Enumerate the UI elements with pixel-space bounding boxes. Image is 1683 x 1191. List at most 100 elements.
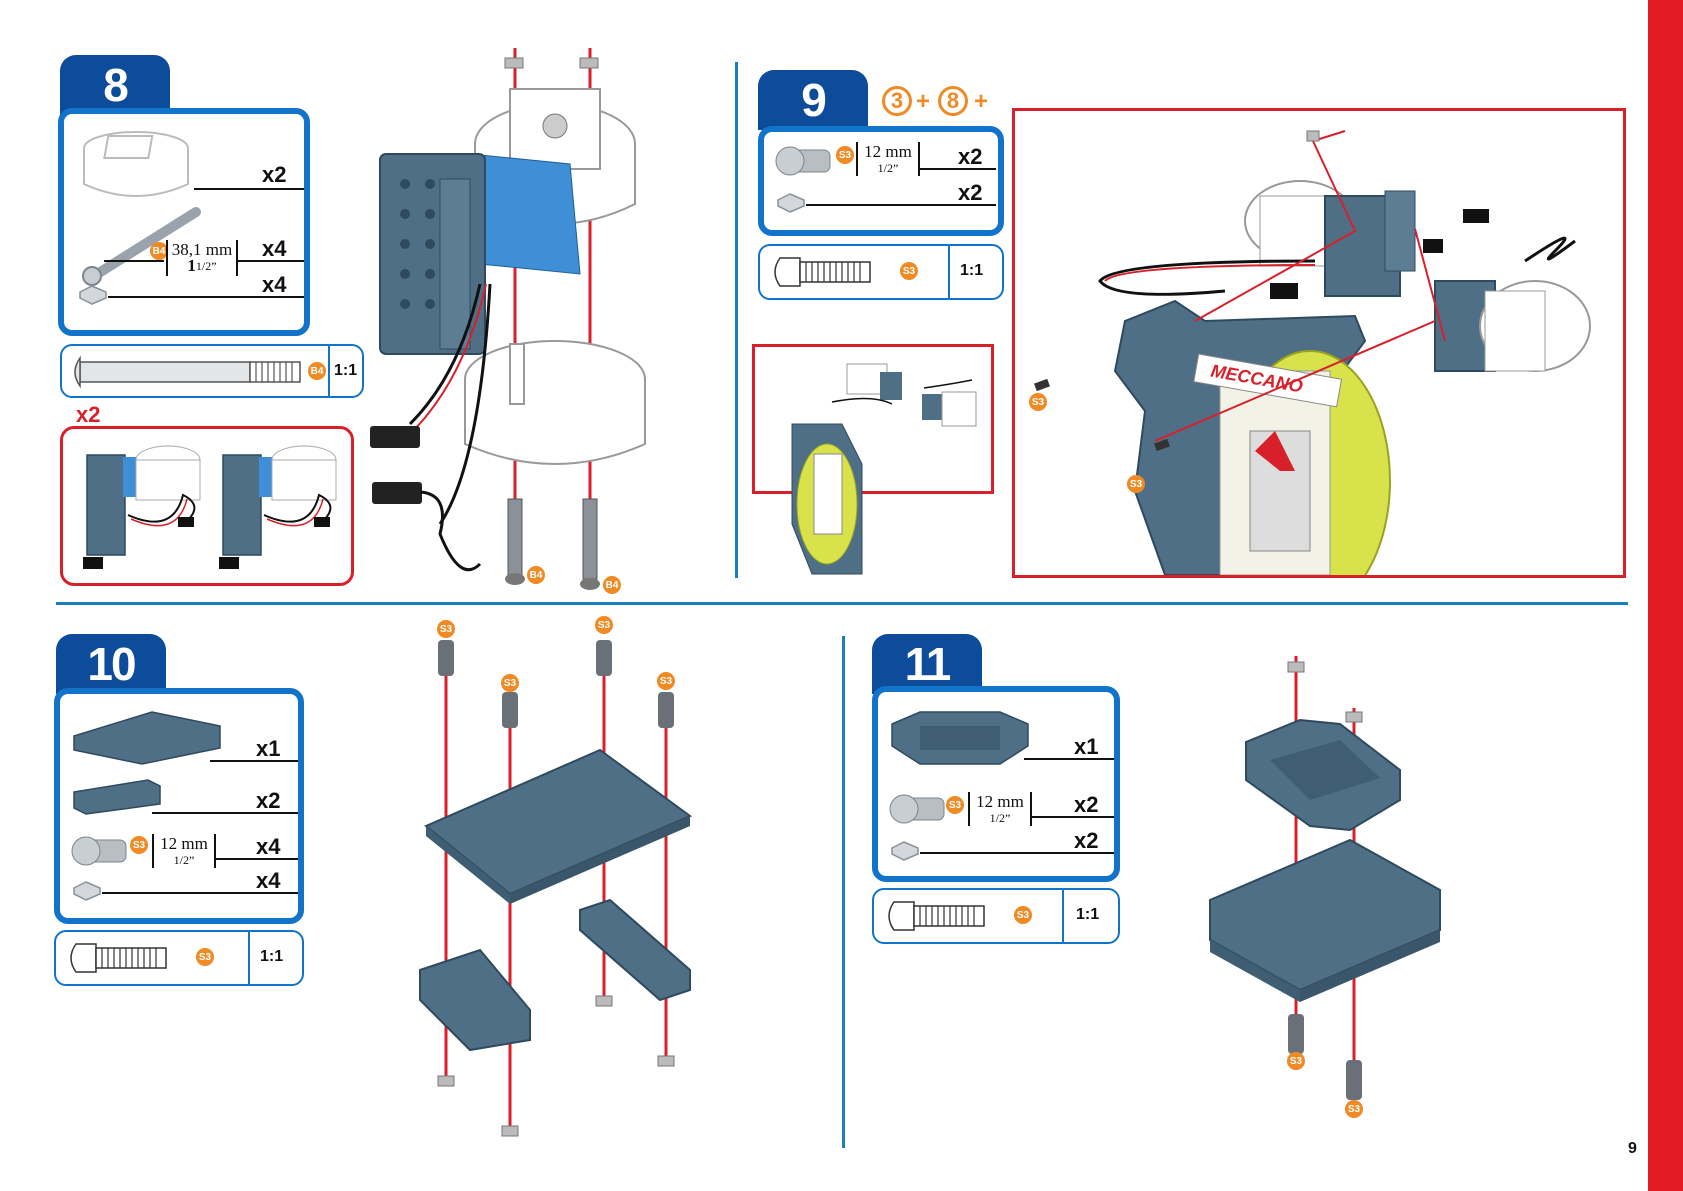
- scale-separator: [948, 246, 950, 298]
- scale-ratio: 1:1: [334, 362, 357, 380]
- bolt-callout-right: B4: [603, 576, 621, 594]
- scale-ratio: 1:1: [960, 262, 983, 280]
- screw-icon: [70, 834, 130, 870]
- screw-quantity: x2: [1074, 792, 1098, 818]
- step-number: 9: [758, 70, 868, 130]
- screw-scale-icon: [770, 254, 880, 290]
- nut-quantity: x2: [958, 180, 982, 206]
- screw-callout-1: S3: [1287, 1052, 1305, 1070]
- vertical-divider-bottom: [842, 636, 845, 1148]
- screw-callout-2: S3: [1345, 1100, 1363, 1118]
- step-number: 8: [60, 55, 170, 115]
- servo-assembly-preview: [73, 435, 343, 580]
- screw-callout-3: S3: [595, 616, 613, 634]
- leader-line: [210, 760, 298, 762]
- servo-to-body-detail: MECCANO: [1015, 111, 1623, 575]
- bolt-scale-icon: [68, 352, 304, 390]
- bolt-length-inch-whole: 1: [187, 256, 196, 275]
- page-edge-bar: [1648, 0, 1683, 1191]
- scale-ratio: 1:1: [1076, 906, 1099, 924]
- nut-quantity: x4: [256, 868, 280, 894]
- scale-guide-box: S3 1:1: [54, 930, 304, 986]
- screw-callout-1: S3: [437, 620, 455, 638]
- screw-length-label: 12 mm 1/2”: [970, 794, 1030, 826]
- bracket-quantity: x2: [256, 788, 280, 814]
- flat-plate-icon: [72, 706, 222, 766]
- bolt-length-inch-frac: 1/2”: [196, 259, 217, 273]
- dim-tick-right: [214, 834, 216, 868]
- scale-screw-badge: S3: [900, 262, 918, 280]
- screw-scale-icon: [66, 940, 176, 976]
- dim-tick-right: [918, 142, 920, 176]
- screw-scale-icon: [884, 898, 994, 934]
- screw-length-inch: 1/2”: [858, 160, 918, 176]
- screw-icon: [774, 144, 834, 180]
- parts-list-box: x1 S3 12 mm 1/2” x2 x2: [872, 686, 1120, 882]
- bolt-length-label: 38,1 mm 11/2”: [168, 242, 236, 274]
- scale-screw-badge: S3: [196, 948, 214, 966]
- chassis-plate-exploded-view: [410, 620, 710, 1140]
- step-number: 11: [872, 634, 982, 694]
- dim-tick-right: [1030, 792, 1032, 826]
- leader-line: [1032, 816, 1114, 818]
- bolt-callout-left: B4: [527, 566, 545, 584]
- bracket-icon: [72, 776, 162, 816]
- screw-code-badge: S3: [836, 146, 854, 164]
- bracket-quantity: x1: [1074, 734, 1098, 760]
- servo-mount-exploded-view: [370, 44, 710, 594]
- nut-quantity: x2: [1074, 828, 1098, 854]
- plus-sign-b: +: [974, 88, 988, 116]
- scale-ratio: 1:1: [260, 948, 283, 966]
- scale-separator: [1062, 890, 1064, 942]
- bolt-length-mm: 38,1 mm: [172, 240, 232, 259]
- scale-separator: [328, 346, 330, 396]
- plate-quantity: x1: [256, 736, 280, 762]
- leader-line: [1024, 758, 1114, 760]
- parts-list-box: S3 12 mm 1/2” x2 x2: [758, 126, 1004, 236]
- screw-length-mm: 12 mm: [864, 142, 912, 161]
- u-bracket-icon: [890, 706, 1030, 776]
- screw-callout-b: S3: [1127, 475, 1145, 493]
- screw-code-badge: S3: [946, 796, 964, 814]
- plus-sign-a: +: [916, 88, 930, 116]
- screw-code-badge: S3: [130, 836, 148, 854]
- dim-tick-right: [236, 240, 238, 276]
- vertical-divider-top: [735, 62, 738, 578]
- scale-separator: [248, 932, 250, 984]
- nut-icon: [78, 284, 108, 306]
- scale-bolt-badge: B4: [308, 362, 326, 380]
- nut-icon: [776, 192, 806, 214]
- screw-length-inch: 1/2”: [970, 810, 1030, 826]
- horizontal-divider: [56, 602, 1628, 605]
- screw-icon: [888, 792, 948, 828]
- scale-guide-box: S3 1:1: [758, 244, 1004, 300]
- bolt-quantity: x4: [262, 236, 286, 262]
- screw-quantity: x2: [958, 144, 982, 170]
- screw-quantity: x4: [256, 834, 280, 860]
- scale-guide-box: S3 1:1: [872, 888, 1120, 944]
- step-number: 10: [56, 634, 166, 694]
- screw-length-label: 12 mm 1/2”: [858, 144, 918, 176]
- parts-list-box: x2 B4 38,1 mm 11/2” x4 x4: [58, 108, 310, 336]
- nut-icon: [72, 880, 102, 902]
- screw-length-label: 12 mm 1/2”: [154, 836, 214, 868]
- parts-list-box: x1 x2 S3 12 mm 1/2” x4 x4: [54, 688, 304, 924]
- repeat-count: x2: [76, 402, 100, 428]
- reference-step-a: 3: [882, 86, 912, 116]
- screw-callout-2: S3: [501, 674, 519, 692]
- scale-guide-box: B4 1:1: [60, 344, 364, 398]
- completed-preview-frame: [60, 426, 354, 586]
- leader-line: [104, 260, 164, 262]
- leader-line: [194, 188, 304, 190]
- bracket-to-plate-exploded-view: [1200, 650, 1460, 1110]
- screw-callout-4: S3: [657, 672, 675, 690]
- screw-length-mm: 12 mm: [160, 834, 208, 853]
- screw-length-mm: 12 mm: [976, 792, 1024, 811]
- servo-quantity: x2: [262, 162, 286, 188]
- scale-screw-badge: S3: [1014, 906, 1032, 924]
- reference-step-b: 8: [938, 86, 968, 116]
- nut-quantity: x4: [262, 272, 286, 298]
- screw-length-inch: 1/2”: [154, 852, 214, 868]
- overview-assembly-thumbnail: [752, 344, 994, 580]
- nut-icon: [890, 840, 920, 862]
